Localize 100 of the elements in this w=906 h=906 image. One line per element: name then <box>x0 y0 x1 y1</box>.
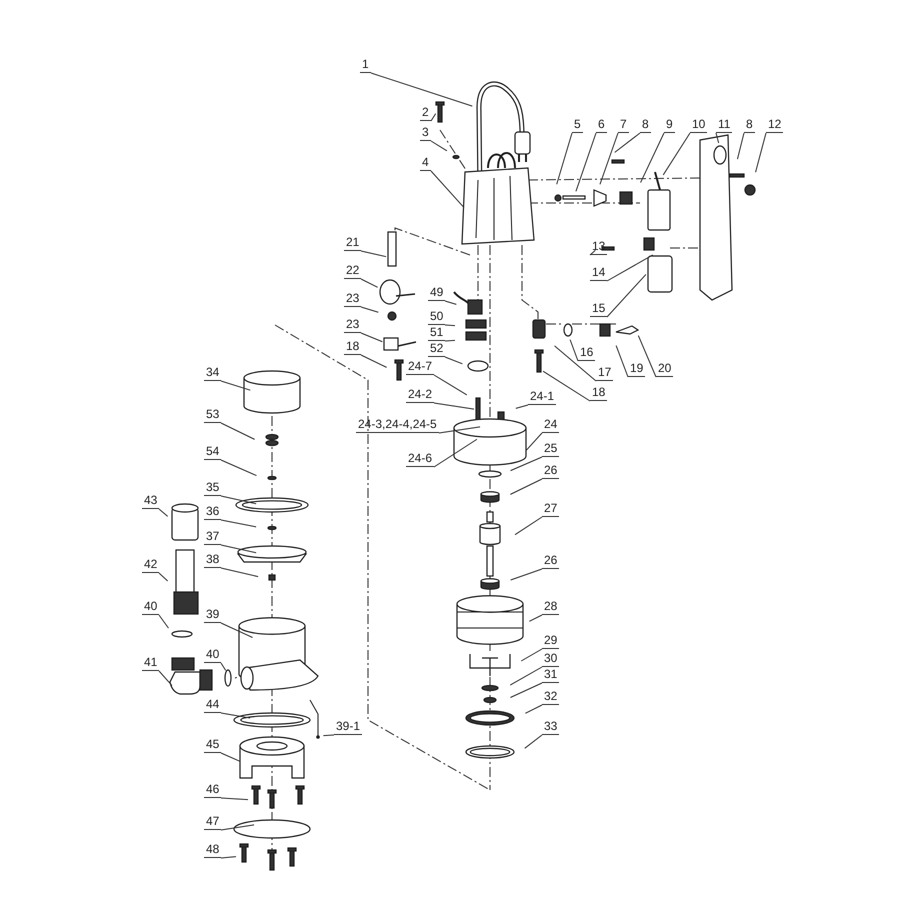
callout-number: 40 <box>142 600 160 615</box>
callout-number: 4 <box>420 156 431 171</box>
leader-line <box>514 516 542 536</box>
callout-number: 29 <box>542 634 560 649</box>
callout-number: 26 <box>542 554 560 569</box>
leader-line <box>510 478 542 495</box>
callout-number: 37 <box>204 530 222 545</box>
callout-number: 14 <box>590 266 608 281</box>
callout-number: 7 <box>618 118 629 133</box>
callout-number: 18 <box>590 386 608 401</box>
callout-number: 17 <box>596 366 614 381</box>
callout-number: 52 <box>428 342 446 357</box>
leader-line <box>360 278 378 288</box>
leader-line <box>322 734 334 736</box>
leader-line <box>220 622 254 638</box>
leader-line <box>430 170 464 208</box>
leader-line <box>662 132 690 176</box>
leader-line <box>554 345 596 382</box>
leader-line <box>599 132 618 185</box>
leader-line <box>220 422 256 440</box>
callout-number: 35 <box>204 481 222 496</box>
leader-line <box>370 72 473 107</box>
leader-line <box>716 132 720 144</box>
leader-line <box>510 666 542 686</box>
leader-line <box>524 704 542 714</box>
leader-line <box>614 132 640 153</box>
leader-line <box>575 132 596 192</box>
callout-number: 38 <box>204 553 222 568</box>
leader-line <box>444 356 463 364</box>
leader-line <box>528 614 542 622</box>
leader-line <box>510 456 542 472</box>
leader-line <box>220 798 248 800</box>
callout-number: 43 <box>142 494 160 509</box>
leader-line <box>434 402 475 410</box>
leader-line <box>360 332 383 342</box>
callout-number: 36 <box>204 505 222 520</box>
callout-number: 15 <box>590 302 608 317</box>
leader-line <box>158 508 168 517</box>
callout-number: 24-2 <box>406 388 434 403</box>
leader-line <box>430 140 448 152</box>
leader-line <box>220 460 257 476</box>
leader-line <box>444 324 456 326</box>
callout-number: 5 <box>572 118 583 133</box>
callout-number: 9 <box>664 118 675 133</box>
callout-number: 40 <box>204 648 222 663</box>
callout-number: 8 <box>640 118 651 133</box>
callout-number: 20 <box>656 362 674 377</box>
callout-number: 39 <box>204 608 222 623</box>
leader-line <box>220 712 251 718</box>
callout-number: 28 <box>542 600 560 615</box>
leader-line <box>220 662 226 671</box>
leader-line <box>158 614 169 629</box>
callout-number: 3 <box>420 126 431 141</box>
callout-number: 54 <box>204 445 222 460</box>
callout-number: 48 <box>204 843 222 858</box>
callout-number: 49 <box>428 286 446 301</box>
leader-line <box>524 734 542 749</box>
leader-line <box>430 113 436 122</box>
callout-number: 21 <box>344 236 362 251</box>
callout-number: 2 <box>420 106 431 121</box>
leader-line <box>220 856 237 858</box>
callout-number: 24-3,24-4,24-5 <box>356 418 439 433</box>
leader-line <box>444 340 456 342</box>
leader-line <box>220 752 241 762</box>
leader-line <box>434 438 478 468</box>
callout-number: 10 <box>690 118 708 133</box>
callout-number: 24-7 <box>406 360 434 375</box>
callout-number: 44 <box>204 698 222 713</box>
callout-number: 45 <box>204 738 222 753</box>
leader-line <box>570 339 578 362</box>
callout-number: 32 <box>542 690 560 705</box>
leader-line <box>606 274 646 318</box>
callout-number: 33 <box>542 720 560 735</box>
leader-line <box>158 670 172 686</box>
callout-number: 31 <box>542 668 560 683</box>
callout-number: 6 <box>596 118 607 133</box>
leader-line <box>590 250 596 256</box>
leader-line <box>515 404 528 409</box>
leader-line <box>510 568 542 580</box>
callout-number: 24-1 <box>528 390 556 405</box>
leader-line <box>434 374 468 396</box>
callout-number: 12 <box>766 118 784 133</box>
callout-number: 53 <box>204 408 222 423</box>
callout-number: 23 <box>344 318 362 333</box>
callout-number: 41 <box>142 656 160 671</box>
callout-number: 22 <box>344 264 362 279</box>
leader-line <box>220 520 257 528</box>
callout-number: 34 <box>204 366 222 381</box>
leader-line <box>158 572 168 582</box>
callout-number: 8 <box>744 118 755 133</box>
callout-number: 23 <box>344 292 362 307</box>
callout-number: 46 <box>204 783 222 798</box>
leader-line <box>606 254 654 282</box>
callout-number: 16 <box>578 346 596 361</box>
callout-number: 51 <box>428 326 446 341</box>
callout-number: 24 <box>542 418 560 433</box>
callout-number: 26 <box>542 464 560 479</box>
leader-line <box>438 426 481 434</box>
leader-line <box>556 132 572 185</box>
callout-number: 39-1 <box>334 720 362 735</box>
